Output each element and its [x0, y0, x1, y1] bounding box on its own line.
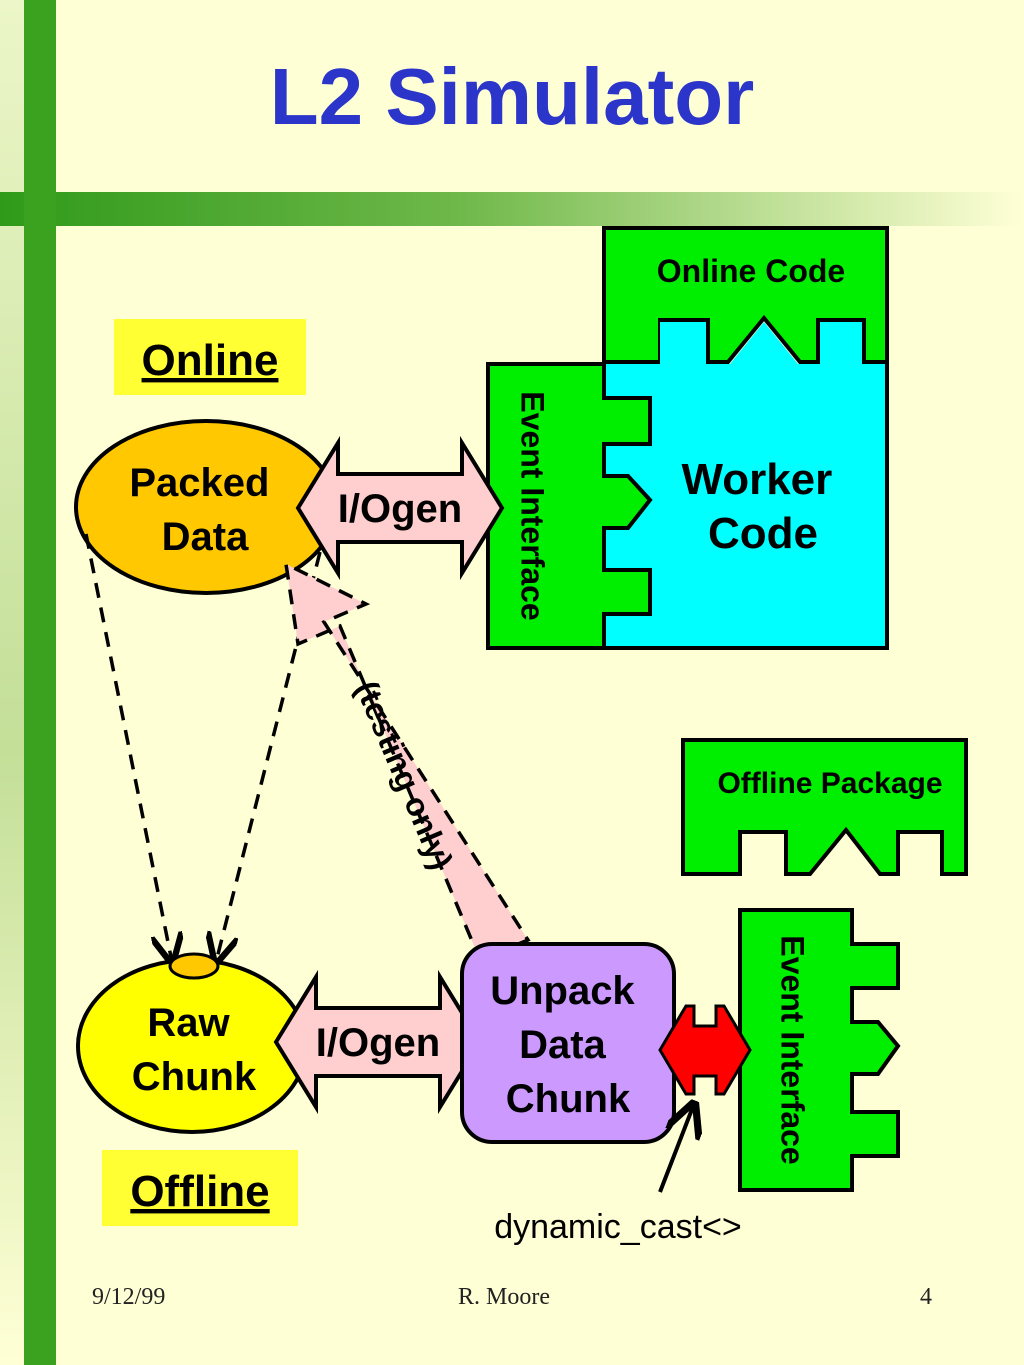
event-interface-bottom-label: Event Interface [775, 935, 811, 1164]
offline-package-piece [681, 738, 968, 876]
footer-page-number: 4 [920, 1284, 932, 1310]
iogen-top-label: I/Ogen [338, 487, 462, 531]
testing-only-label: (testing only) [349, 676, 461, 875]
testing-only-arrow [283, 560, 531, 963]
event-interface-top-piece [486, 362, 653, 650]
online-label-box [114, 319, 306, 395]
event-interface-top-label: Event Interface [515, 391, 551, 620]
header-gradient-bar [0, 192, 1024, 226]
worker-code-box [604, 322, 887, 648]
footer-date: 9/12/99 [92, 1284, 166, 1310]
packed-data-label: Packed Data [129, 461, 280, 559]
slide-title: L2 Simulator [269, 52, 755, 141]
iogen-bottom-label: I/Ogen [316, 1021, 440, 1065]
online-label: Online [142, 336, 279, 385]
offline-package-label: Offline Package [717, 767, 942, 800]
dashed-arrow-right [216, 551, 322, 962]
event-interface-bottom-piece [738, 908, 901, 1192]
iogen-top-arrow [295, 435, 505, 581]
unpack-data-chunk-label: Unpack Data Chunk [490, 969, 646, 1121]
raw-chunk-ellipse [76, 958, 308, 1134]
sidebar-vertical-bar [24, 0, 56, 1365]
offline-label: Offline [130, 1167, 269, 1216]
offline-label-box [102, 1150, 298, 1226]
dashed-arrow-left [84, 533, 172, 962]
dynamic-cast-label: dynamic_cast<> [494, 1208, 742, 1246]
online-code-label: Online Code [657, 253, 845, 289]
left-gradient-strip [0, 0, 24, 1365]
raw-chunk-label: Raw Chunk [132, 1001, 257, 1099]
footer-author: R. Moore [458, 1284, 550, 1310]
worker-code-label: Worker Code [681, 455, 844, 558]
dynamic-cast-pointer [658, 1104, 694, 1193]
dynamic-cast-connector [658, 1004, 752, 1096]
raw-chunk-tab [168, 952, 220, 980]
